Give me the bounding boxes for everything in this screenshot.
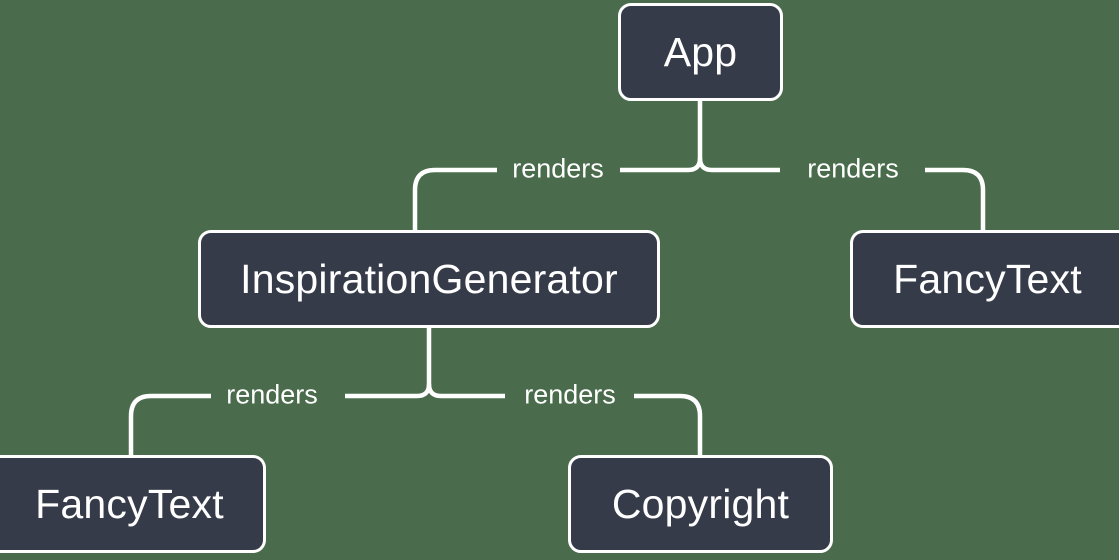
edge-inspirationgenerator-to-copyright bbox=[634, 393, 703, 455]
edge-inspirationgenerator-to-fancytext-left bbox=[128, 393, 211, 455]
edge-app-junction-right bbox=[697, 157, 780, 173]
edge-label-app-to-inspirationgenerator: renders bbox=[512, 153, 604, 184]
node-fancy-text-right[interactable]: FancyText bbox=[850, 230, 1119, 328]
node-inspiration-generator-label: InspirationGenerator bbox=[240, 255, 618, 302]
edge-app-junction-left bbox=[620, 157, 703, 173]
edge-app-to-fancytext-right bbox=[925, 167, 986, 230]
node-inspiration-generator[interactable]: InspirationGenerator bbox=[198, 230, 660, 328]
node-copyright[interactable]: Copyright bbox=[568, 455, 833, 553]
edge-inspirationgenerator-junction-left bbox=[345, 383, 432, 399]
node-fancy-text-left-label: FancyText bbox=[35, 480, 224, 527]
node-copyright-label: Copyright bbox=[611, 480, 790, 527]
node-fancy-text-right-label: FancyText bbox=[893, 255, 1082, 302]
edge-label-inspirationgenerator-to-fancytext-left: renders bbox=[226, 379, 318, 410]
edge-label-app-to-fancytext-right: renders bbox=[807, 153, 899, 184]
edge-inspirationgenerator-junction-right bbox=[426, 383, 505, 399]
node-app-label: App bbox=[663, 28, 738, 75]
edge-label-inspirationgenerator-to-copyright: renders bbox=[524, 379, 616, 410]
node-fancy-text-left[interactable]: FancyText bbox=[0, 455, 266, 553]
edge-app-to-inspirationgenerator bbox=[412, 167, 497, 230]
node-app[interactable]: App bbox=[618, 3, 783, 101]
